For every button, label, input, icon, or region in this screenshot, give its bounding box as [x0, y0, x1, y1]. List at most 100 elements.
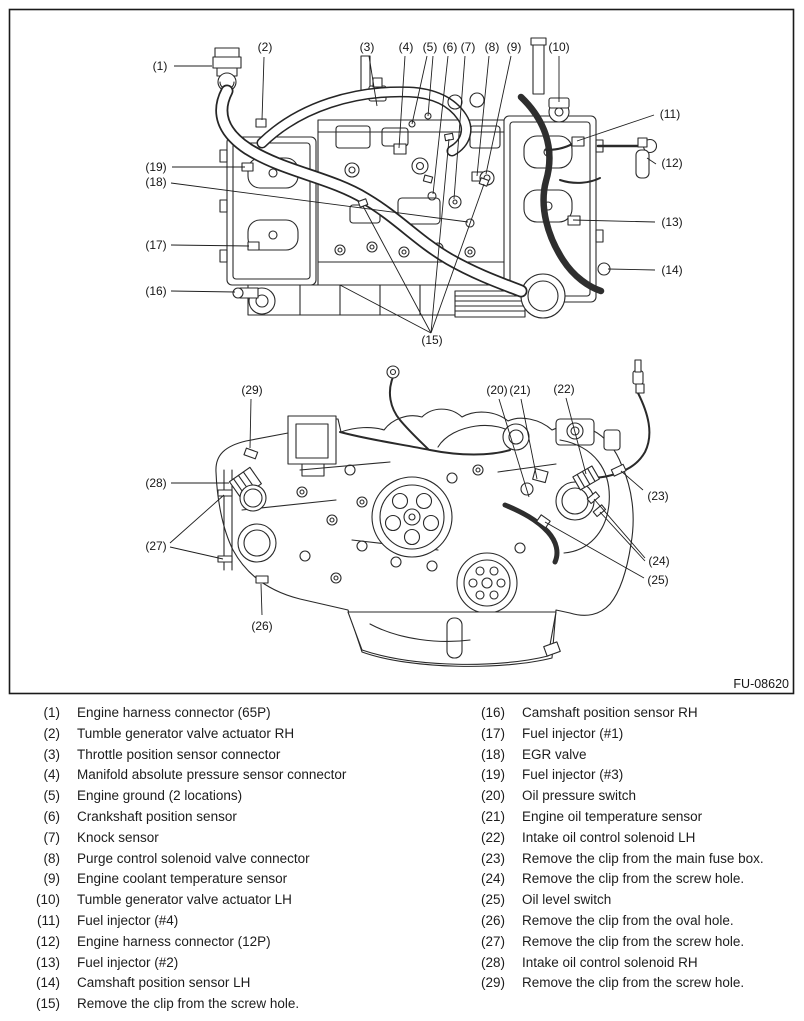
legend-item-number: (18)	[480, 746, 505, 762]
legend-item-text: Crankshaft position sensor	[77, 808, 237, 824]
legend-item-text: Oil level switch	[522, 892, 612, 908]
legend-item: (19)Fuel injector (#3)	[473, 765, 764, 786]
legend-item: (18)EGR valve	[473, 745, 764, 766]
callout-label-3: (3)	[360, 40, 375, 54]
legend-item-text: Fuel injector (#4)	[77, 912, 179, 928]
legend-item-number: (10)	[35, 892, 60, 908]
callout-label-14: (14)	[661, 263, 682, 277]
legend-item-text: Engine ground (2 locations)	[77, 788, 243, 804]
legend-item-text: Intake oil control solenoid RH	[522, 954, 698, 970]
callout-label-20: (20)	[486, 383, 507, 397]
legend-item-text: Remove the clip from the screw hole.	[522, 933, 745, 949]
callout-label-17: (17)	[145, 238, 166, 252]
legend-item: (12) Engine harness connector (12P)	[28, 932, 346, 953]
legend-item-number: (9)	[43, 871, 61, 887]
callout-label-13: (13)	[661, 215, 682, 229]
legend-item: (4)Manifold absolute pressure sensor con…	[28, 765, 347, 786]
legend-item-text: Tumble generator valve actuator LH	[77, 892, 292, 908]
legend-item: (3)Throttle position sensor connector	[28, 745, 346, 766]
legend-item-number: (23)	[480, 850, 505, 866]
legend-item-number: (8)	[43, 850, 61, 866]
legend-item-number: (25)	[480, 892, 505, 908]
legend-item-number: (17)	[480, 725, 505, 741]
legend-item: (7)Knock sensor	[28, 828, 346, 849]
callout-label-4: (4)	[399, 40, 414, 54]
figure-code: FU-08620	[733, 677, 789, 691]
callout-label-24: (24)	[648, 554, 669, 568]
legend-item-text: Intake oil control solenoid LH	[522, 829, 696, 845]
legend-item-text: Fuel injector (#3)	[522, 767, 624, 783]
legend-item-number: (13)	[35, 954, 60, 970]
legend-item: (2)Tumble generator valve actuator RH	[28, 724, 346, 745]
legend-item-number: (28)	[480, 954, 505, 970]
legend-item: (8) Purge control solenoid valve connecto…	[28, 849, 346, 870]
legend-item-text: Remove the clip from the screw hole.	[522, 871, 745, 887]
legend-item: (25) Oil level switch	[473, 890, 764, 911]
legend-item-number: (26)	[480, 912, 505, 928]
figure-border	[8, 8, 795, 695]
callout-labels: (1) (2) (3) (4) (5) (6) (7) (8) (9) (10)…	[145, 40, 682, 633]
legend-item-text: Purge control solenoid valve connector	[77, 850, 310, 866]
legend-item-number: (14)	[35, 975, 60, 991]
callout-label-22: (22)	[553, 382, 574, 396]
legend-item-text: Knock sensor	[77, 829, 159, 845]
callout-label-27: (27)	[145, 539, 166, 553]
callout-label-21: (21)	[509, 383, 530, 397]
legend-item-number: (27)	[480, 933, 505, 949]
callout-label-5: (5)	[423, 40, 438, 54]
legend-item-text: Camshaft position sensor LH	[77, 975, 251, 991]
legend-item-number: (21)	[480, 808, 505, 824]
legend-item: (22) Intake oil control solenoid LH	[473, 828, 764, 849]
callout-label-29: (29)	[241, 383, 262, 397]
legend-item-number: (5)	[43, 788, 61, 804]
legend-item: (10) Tumble generator valve actuator LH	[28, 890, 346, 911]
callout-label-8: (8)	[485, 40, 500, 54]
legend-item: (29)Remove the clip from the screw hole.	[473, 973, 764, 994]
legend-item-text: Manifold absolute pressure sensor connec…	[77, 767, 347, 783]
legend-item: (24) Remove the clip from the screw hole.	[473, 869, 764, 890]
callout-label-1: (1)	[153, 59, 168, 73]
top-callout-leader-lines	[170, 55, 657, 334]
legend-item: (17) Fuel injector (#1)	[473, 724, 764, 745]
legend-item: (9) Engine coolant temperature sensor	[28, 869, 346, 890]
callout-label-25: (25)	[647, 573, 668, 587]
legend-column-left: (1)Engine harness connector (65P) (2)Tum…	[28, 703, 346, 1015]
legend-item-text: Engine oil temperature sensor	[522, 808, 703, 824]
legend-item-text: Oil pressure switch	[522, 788, 637, 804]
legend-item-text: Remove the clip from the main fuse box.	[522, 850, 764, 866]
callout-label-16: (16)	[145, 284, 166, 298]
legend-item-text: Remove the clip from the screw hole.	[77, 996, 300, 1012]
legend-item-number: (20)	[480, 788, 505, 804]
legend-item: (13) Fuel injector (#2)	[28, 953, 346, 974]
legend-item-text: Fuel injector (#1)	[522, 725, 624, 741]
legend-item-number: (22)	[480, 829, 505, 845]
callout-label-11: (11)	[660, 107, 680, 121]
top-engine-illustration	[212, 37, 658, 319]
callout-label-26: (26)	[251, 619, 272, 633]
legend-item: (16) Camshaft position sensor RH	[473, 703, 764, 724]
legend-item-text: Engine harness connector (12P)	[77, 933, 271, 949]
legend-item-number: (16)	[480, 705, 505, 720]
legend-item: (28) Intake oil control solenoid RH	[473, 953, 764, 974]
legend-item-text: Engine harness connector (65P)	[77, 705, 271, 720]
callout-label-28: (28)	[145, 476, 166, 490]
callout-label-2: (2)	[258, 40, 273, 54]
legend-item-number: (15)	[35, 996, 60, 1012]
callout-label-18: (18)	[145, 175, 166, 189]
callout-label-15: (15)	[421, 333, 442, 347]
callout-label-10: (10)	[548, 40, 569, 54]
legend-item: (26)Remove the clip from the oval hole.	[473, 911, 764, 932]
callout-label-12: (12)	[661, 156, 682, 170]
legend-item: (20) Oil pressure switch	[473, 786, 764, 807]
legend-item-text: Fuel injector (#2)	[77, 954, 179, 970]
legend-item: (5) Engine ground (2 locations)	[28, 786, 346, 807]
legend-item: (23) Remove the clip from the main fuse b…	[473, 849, 764, 870]
legend-item: (27) Remove the clip from the screw hole.	[473, 932, 764, 953]
legend-item-number: (12)	[35, 933, 60, 949]
legend-item-number: (24)	[480, 871, 505, 887]
callout-label-6: (6)	[443, 40, 458, 54]
legend-item-text: Engine coolant temperature sensor	[77, 871, 288, 887]
legend-item: (15) Remove the clip from the screw hole.	[28, 994, 346, 1015]
legend-item-text: Camshaft position sensor RH	[522, 705, 698, 720]
legend-item: (6)Crankshaft position sensor	[28, 807, 346, 828]
